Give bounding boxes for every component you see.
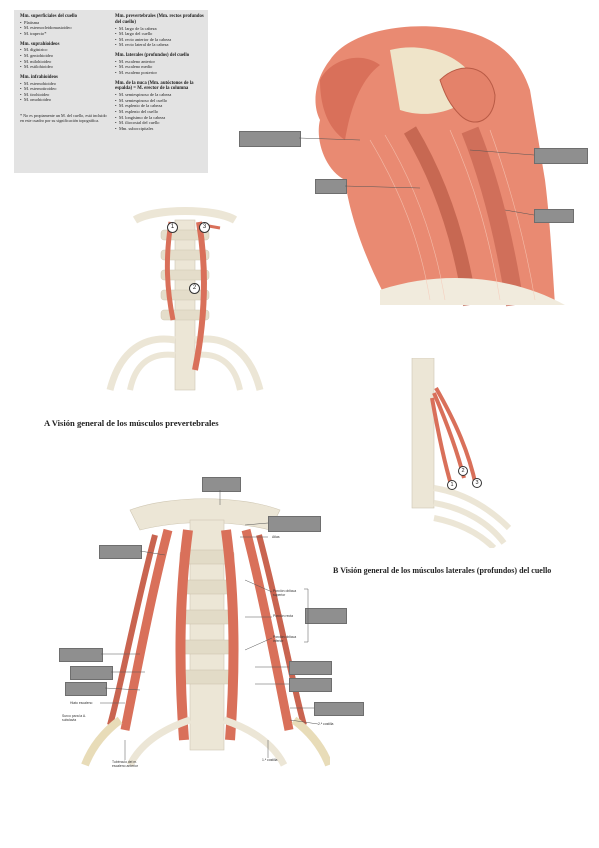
legend-item: M. omohioideo [20, 97, 108, 103]
hidden-label-mask [99, 545, 142, 559]
legend-item: M. longísimo de la cabeza [115, 115, 205, 121]
legend-item: M. esternohioideo [20, 81, 108, 87]
hidden-label-mask [65, 682, 107, 696]
marker-b-3: 3 [472, 478, 482, 488]
legend-group-title: Mm. de la nuca (Mm. autóctonos de la esp… [115, 80, 194, 92]
legend-item: M. semiespinoso de la cabeza [115, 92, 205, 98]
legend-item: M. esternotiroideo [20, 86, 108, 92]
legend-item: M. digástrico [20, 47, 108, 53]
legend-group-title: Mm. prevertebrales (Mm. rectos profundos… [115, 14, 204, 25]
label-hiato-escaleno: Hiato escaleno [70, 701, 93, 705]
hidden-label-mask [202, 477, 241, 492]
caption-a: A Visión general de los músculos prevert… [44, 418, 219, 428]
deep-anterior-neck-illustration [81, 498, 330, 767]
caption-b: B Visión general de los músculos lateral… [333, 566, 552, 575]
legend-item: M. trapecio* [20, 31, 108, 37]
marker-a-3: 3 [199, 222, 210, 233]
hidden-label-mask [70, 666, 113, 680]
legend-item: Platisma [20, 20, 108, 26]
legend-group: Mm. suprahioideos M. digástrico M. genio… [20, 42, 108, 70]
legend-item: M. escaleno anterior [115, 59, 205, 65]
prevertebral-muscles-illustration [106, 207, 264, 391]
muscle-legend-box: Mm. superficiales del cuello Platisma M.… [14, 10, 208, 173]
legend-item: M. largo de la cabeza [115, 26, 205, 32]
marker-b-2: 2 [458, 466, 468, 476]
hidden-label-mask [315, 179, 347, 194]
legend-group: Mm. de la nuca (Mm. autóctonos de la esp… [115, 81, 205, 132]
legend-item: M. semiespinoso del cuello [115, 98, 205, 104]
label-porcion-oblicua-superior: Porción oblicua superior [273, 589, 297, 597]
legend-item: Mm. suboccipitales [115, 126, 205, 132]
legend-group-title: Mm. suprahioideos [20, 41, 60, 47]
hidden-label-mask [305, 608, 347, 624]
legend-group: Mm. infrahioideos M. esternohioideo M. e… [20, 75, 108, 103]
head-neck-lateral-illustration [315, 26, 565, 307]
hidden-label-mask [239, 131, 301, 147]
legend-item: M. esternocleidomastoideo [20, 25, 108, 31]
legend-group-title: Mm. infrahioideos [20, 74, 58, 80]
marker-b-1: 1 [447, 480, 457, 490]
label-segunda-costilla: 2.ª costilla [318, 722, 334, 726]
legend-item: M. geniohioideo [20, 53, 108, 59]
hidden-label-mask [534, 148, 588, 164]
legend-group-title: Mm. laterales (profundos) del cuello [115, 52, 190, 58]
legend-item: M. iliocostal del cuello [115, 120, 205, 126]
legend-left-column: Mm. superficiales del cuello Platisma M.… [20, 14, 108, 124]
legend-group: Mm. superficiales del cuello Platisma M.… [20, 14, 108, 37]
label-atlas: Atlas [272, 535, 280, 539]
legend-item: M. recto lateral de la cabeza [115, 42, 205, 48]
legend-footnote: * No es propiamente un M. del cuello, es… [20, 112, 107, 124]
marker-a-1: 1 [167, 222, 178, 233]
hidden-label-mask [268, 516, 321, 532]
legend-item: M. milohioideo [20, 59, 108, 65]
label-porcion-oblicua-inferior: Porción oblicua inferior [273, 635, 297, 643]
legend-item: M. escaleno posterior [115, 70, 205, 76]
legend-item: M. largo del cuello [115, 31, 205, 37]
hidden-label-mask [534, 209, 574, 223]
label-porcion-recta: Porción recta [273, 614, 293, 618]
legend-group-title: Mm. superficiales del cuello [20, 14, 78, 19]
hidden-label-mask [289, 678, 332, 692]
legend-item: M. esplenio de la cabeza [115, 103, 205, 109]
marker-a-2: 2 [189, 283, 200, 294]
label-surco-subclavia: Surco para la A. subclavia [62, 714, 87, 722]
label-tuberculo-escaleno: Tubérculo del m. escaleno anterior [112, 760, 139, 768]
legend-group: Mm. prevertebrales (Mm. rectos profundos… [115, 14, 205, 48]
hidden-label-mask [289, 661, 332, 675]
legend-item: M. tirohioideo [20, 92, 108, 98]
legend-group: Mm. laterales (profundos) del cuello M. … [115, 53, 205, 76]
hidden-label-mask [314, 702, 364, 716]
legend-right-column: Mm. prevertebrales (Mm. rectos profundos… [115, 14, 205, 136]
legend-item: M. escaleno medio [115, 64, 205, 70]
legend-item: M. estilohioideo [20, 64, 108, 70]
legend-item: M. recto anterior de la cabeza [115, 37, 205, 43]
label-primera-costilla: 1.ª costilla [262, 758, 278, 762]
legend-item: M. esplenio del cuello [115, 109, 205, 115]
hidden-label-mask [59, 648, 103, 662]
